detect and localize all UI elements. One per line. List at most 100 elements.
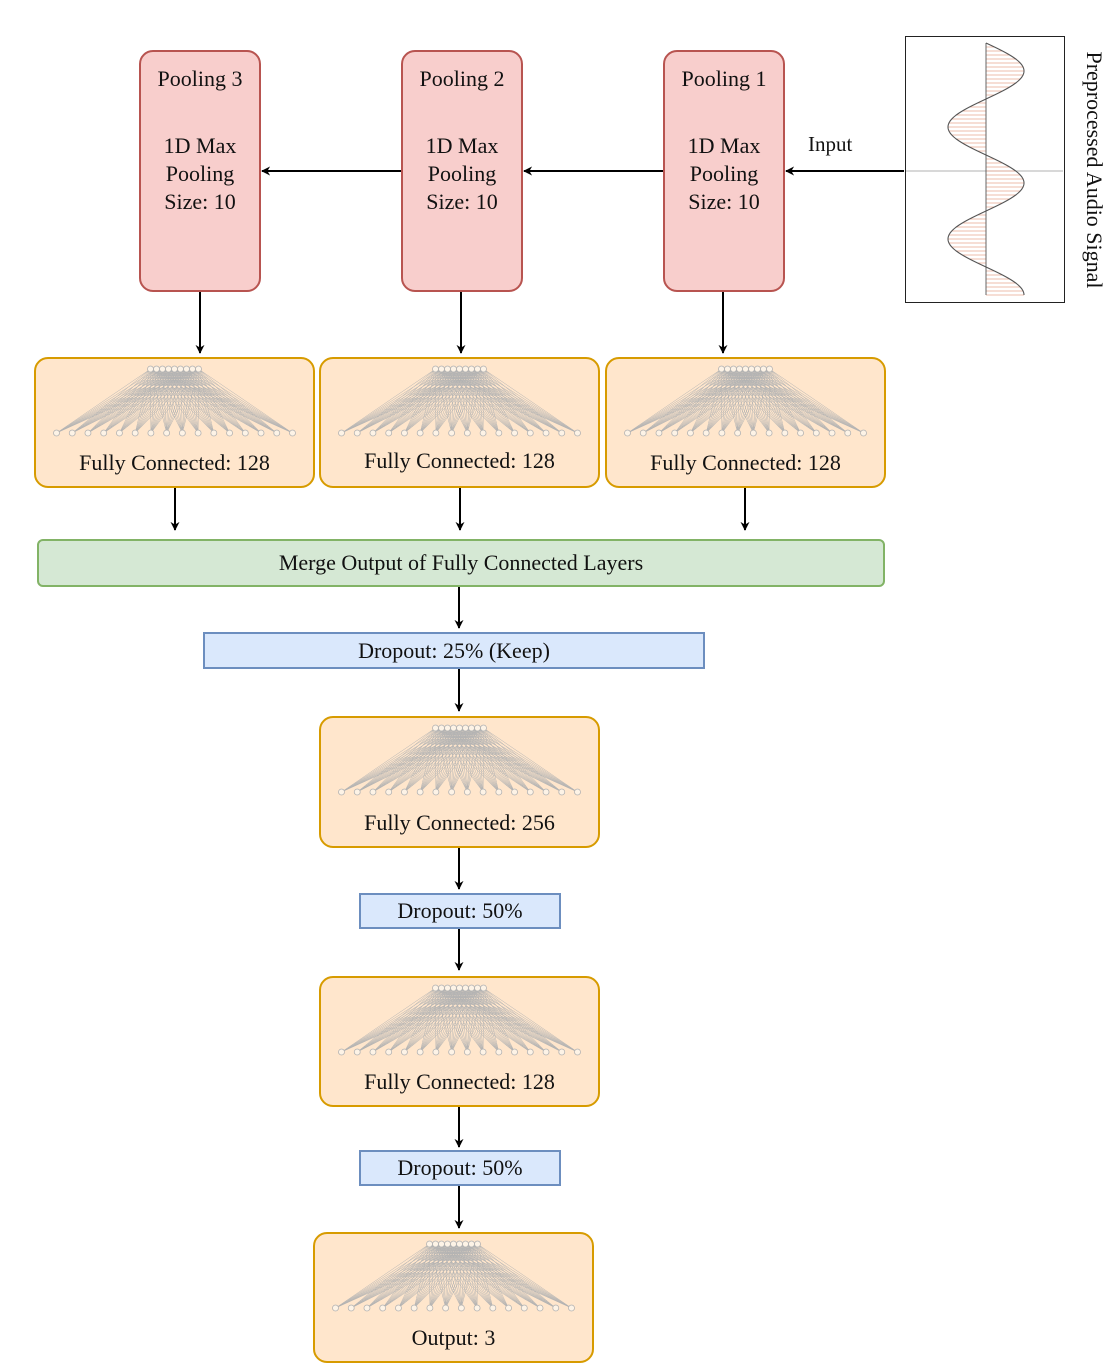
neuron-node xyxy=(463,1048,471,1056)
neuron-node xyxy=(474,365,481,373)
neuron-node xyxy=(432,1048,440,1056)
neuron-node xyxy=(671,429,679,437)
neuron-node xyxy=(718,429,726,437)
neuron-node xyxy=(289,429,296,437)
fc-label: Fully Connected: 256 xyxy=(364,810,555,835)
neuron-node xyxy=(410,1304,418,1312)
neuron-node xyxy=(195,365,202,373)
neuron-node xyxy=(338,1048,345,1056)
pooling-3-title: Pooling 3 xyxy=(157,66,243,91)
dropout-2-block: Dropout: 50% xyxy=(359,893,561,929)
neuron-node xyxy=(178,429,186,437)
neuron-node xyxy=(448,788,456,796)
pooling-3-block: Pooling 3 1D Max Pooling Size: 10 xyxy=(139,50,261,292)
neuron-node xyxy=(468,984,475,992)
neuron-node xyxy=(489,1304,497,1312)
neuron-node xyxy=(542,429,550,437)
neuron-node xyxy=(385,1048,393,1056)
pooling-2-line: Size: 10 xyxy=(426,189,498,214)
neuron-node xyxy=(379,1304,387,1312)
neuron-node xyxy=(748,365,755,373)
neuron-node xyxy=(457,1304,465,1312)
dropout-3-label: Dropout: 50% xyxy=(397,1155,523,1180)
neuron-node xyxy=(189,365,196,373)
pooling-2-line: Pooling xyxy=(427,161,497,186)
neuron-node xyxy=(526,788,534,796)
pooling-2-title: Pooling 2 xyxy=(419,66,505,91)
neuron-node xyxy=(520,1304,528,1312)
fc-label: Fully Connected: 128 xyxy=(650,450,841,475)
pooling-3-description: 1D Max Pooling Size: 10 xyxy=(141,132,259,216)
neuron-node xyxy=(542,1048,550,1056)
neuron-node xyxy=(462,724,469,732)
fc-128-block: Fully Connected: 128 xyxy=(319,976,600,1107)
pooling-1-block: Pooling 1 1D Max Pooling Size: 10 xyxy=(663,50,785,292)
fc-label: Fully Connected: 128 xyxy=(364,1069,555,1094)
pooling-3-line: 1D Max xyxy=(163,133,237,158)
neuron-node xyxy=(353,788,361,796)
neuron-node xyxy=(432,724,439,732)
fc-block-pool1: Fully Connected: 128 xyxy=(605,357,886,488)
neuron-node xyxy=(159,365,166,373)
pooling-1-description: 1D Max Pooling Size: 10 xyxy=(665,132,783,216)
pooling-1-line: 1D Max xyxy=(687,133,761,158)
neuron-node xyxy=(479,1048,487,1056)
neuron-node xyxy=(495,429,503,437)
neuron-node xyxy=(463,788,471,796)
neuron-node xyxy=(765,429,773,437)
neuron-node xyxy=(385,788,393,796)
neuron-node xyxy=(860,429,867,437)
neuron-node xyxy=(438,984,445,992)
neuron-node xyxy=(438,724,445,732)
neuron-node xyxy=(828,429,836,437)
neuron-node xyxy=(426,1240,433,1248)
neuron-node xyxy=(53,429,60,437)
neuron-node xyxy=(844,429,852,437)
neuron-node xyxy=(401,429,408,437)
pooling-3-line: Size: 10 xyxy=(164,189,236,214)
neuron-node xyxy=(639,429,647,437)
neuron-node xyxy=(210,429,218,437)
neuron-node xyxy=(442,1304,450,1312)
neuron-node xyxy=(526,429,534,437)
fc-block-pool2: Fully Connected: 128 xyxy=(319,357,600,488)
neuron-node xyxy=(183,365,190,373)
output-label: Output: 3 xyxy=(411,1325,496,1350)
neuron-node xyxy=(468,1240,475,1248)
pooling-3-line: Pooling xyxy=(165,161,235,186)
neuron-node xyxy=(416,429,424,437)
neuron-node xyxy=(526,1048,534,1056)
neuron-node xyxy=(432,788,440,796)
neuron-node xyxy=(332,1304,339,1312)
neuron-node xyxy=(426,1304,434,1312)
neuron-node xyxy=(568,1304,575,1312)
neuron-node xyxy=(147,429,155,437)
neuron-node xyxy=(338,429,345,437)
neuron-node xyxy=(416,788,424,796)
pooling-2-description: 1D Max Pooling Size: 10 xyxy=(403,132,521,216)
neuron-node xyxy=(165,365,172,373)
neuron-node xyxy=(432,365,439,373)
neuron-node xyxy=(338,788,345,796)
neuron-node xyxy=(462,984,469,992)
neuron-node xyxy=(395,1304,402,1312)
neuron-node xyxy=(347,1304,355,1312)
neuron-node xyxy=(574,1048,581,1056)
neuron-node xyxy=(812,429,820,437)
neuron-node xyxy=(450,984,457,992)
neuron-node xyxy=(574,788,581,796)
neuron-node xyxy=(450,1240,457,1248)
fc-256-block: Fully Connected: 256 xyxy=(319,716,600,848)
neuron-node xyxy=(84,429,92,437)
dropout-3-block: Dropout: 50% xyxy=(359,1150,561,1186)
neuron-node xyxy=(438,1240,445,1248)
neuron-node xyxy=(655,429,663,437)
neuron-node xyxy=(177,365,184,373)
neuron-node xyxy=(468,365,475,373)
neuron-node xyxy=(462,365,469,373)
neuron-node xyxy=(100,429,108,437)
fc-label: Fully Connected: 128 xyxy=(79,450,270,475)
neural-net-icon xyxy=(338,365,581,437)
neuron-node xyxy=(194,429,202,437)
merge-label: Merge Output of Fully Connected Layers xyxy=(278,550,644,575)
